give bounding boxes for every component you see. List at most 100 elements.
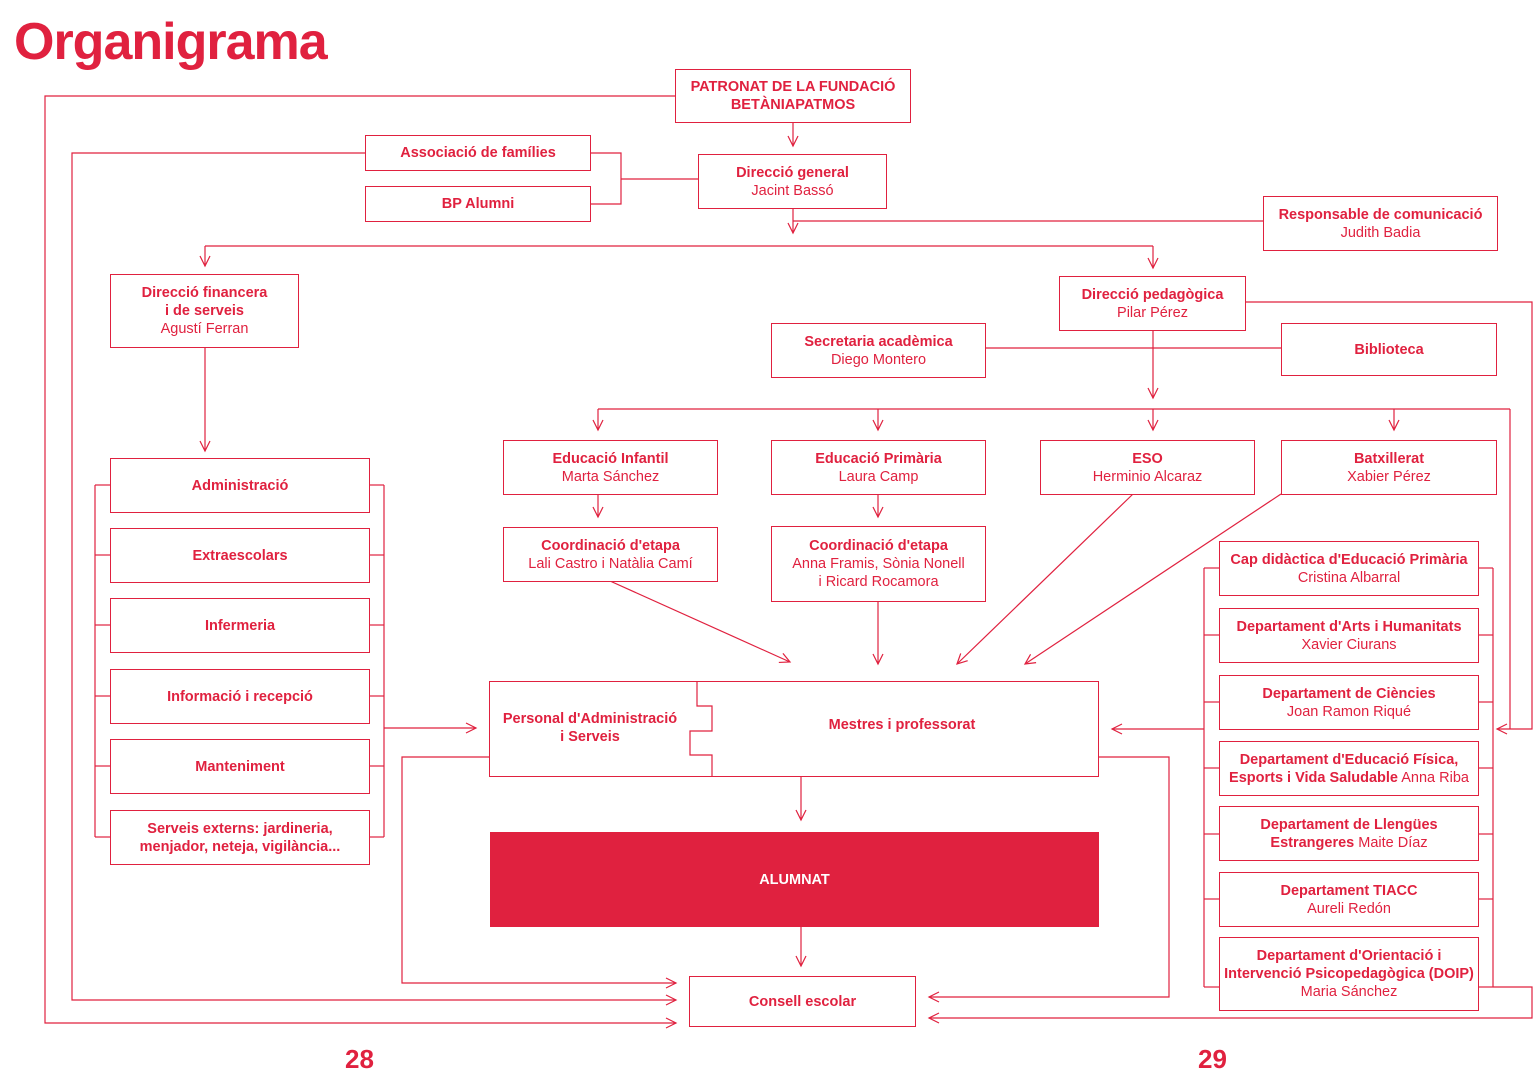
node-person: Agustí Ferran <box>160 321 249 337</box>
departament-educacio-fisica-box[interactable]: Departament d'Educació Física, Esports i… <box>1219 741 1479 796</box>
page-number-left: 28 <box>345 1044 374 1074</box>
eso-box[interactable]: ESO Herminio Alcaraz <box>1040 440 1255 495</box>
node-title: Batxillerat <box>1353 450 1425 467</box>
patronat-box[interactable]: PATRONAT DE LA FUNDACIÓ BETÀNIAPATMOS <box>675 69 911 123</box>
node-title: Departament d'Arts i Humanitats <box>1236 618 1462 635</box>
node-title: ESO <box>1132 450 1163 467</box>
node-title: Coordinació d'etapa <box>809 538 948 554</box>
node-title: Infermeria <box>204 617 276 634</box>
node-person: Maite Díaz <box>1358 834 1428 851</box>
page-title: Organigrama <box>14 13 328 71</box>
node-title: Departament de Ciències <box>1262 685 1436 702</box>
departament-tiacc-box[interactable]: Departament TIACC Aureli Redón <box>1219 872 1479 927</box>
node-title: Departament de Llengües <box>1260 816 1438 833</box>
manteniment-box[interactable]: Manteniment <box>110 739 370 794</box>
connector <box>1245 301 1533 735</box>
direccio-pedagogica-box[interactable]: Direcció pedagògica Pilar Pérez <box>1059 276 1246 331</box>
direccio-financera-box[interactable]: Direcció financera i de serveis Agustí F… <box>110 274 299 348</box>
node-title: PATRONAT DE LA FUNDACIÓ BETÀNIAPATMOS <box>690 79 896 113</box>
node-person: Herminio Alcaraz <box>1092 468 1203 485</box>
node-title: Serveis externs: jardineria, menjador, n… <box>139 820 341 855</box>
node-person: Laura Camp <box>838 468 919 485</box>
node-title: Informació i recepció <box>167 688 313 705</box>
node-person: Pilar Pérez <box>1117 304 1188 321</box>
node-person: Diego Montero <box>830 351 927 368</box>
node-title: Biblioteca <box>1354 341 1424 358</box>
node-title: Departament d'Educació Física, <box>1239 751 1459 768</box>
associacio-families-box[interactable]: Associació de famílies <box>365 135 591 171</box>
informacio-recepcio-box[interactable]: Informació i recepció <box>110 669 370 724</box>
secretaria-academica-box[interactable]: Secretaria acadèmica Diego Montero <box>771 323 986 378</box>
personal-administracio-label[interactable]: Personal d'Administració i Serveis <box>502 711 678 745</box>
node-title: BP Alumni <box>441 196 515 212</box>
connector <box>401 756 678 989</box>
node-person: Lali Castro i Natàlia Camí <box>528 555 693 572</box>
node-title-cont: Esports i Vida Saludable <box>1229 769 1398 786</box>
cap-didactica-box[interactable]: Cap didàctica d'Educació Primària Cristi… <box>1219 541 1479 596</box>
departament-doip-box[interactable]: Departament d'Orientació i Intervenció P… <box>1219 937 1479 1011</box>
batxillerat-box[interactable]: Batxillerat Xabier Pérez <box>1281 440 1497 495</box>
page-number-right: 29 <box>1198 1044 1227 1074</box>
node-person: Maria Sánchez <box>1300 984 1398 1000</box>
node-title: Secretaria acadèmica <box>804 333 953 350</box>
connector <box>590 152 622 205</box>
node-person: Judith Badia <box>1340 224 1421 241</box>
node-title: Associació de famílies <box>400 145 556 161</box>
connector <box>609 580 792 664</box>
node-title: Administració <box>191 477 289 494</box>
node-person: Aureli Redón <box>1307 900 1391 917</box>
educacio-primaria-box[interactable]: Educació Primària Laura Camp <box>771 440 986 495</box>
mestres-professorat-label[interactable]: Mestres i professorat <box>828 717 976 733</box>
node-title: Consell escolar <box>748 993 857 1010</box>
connector <box>956 493 1134 665</box>
node-title: Educació Primària <box>815 450 942 467</box>
connector <box>44 95 678 1029</box>
node-title: Educació Infantil <box>552 450 669 467</box>
node-title: Responsable de comunicació <box>1278 206 1483 223</box>
node-title: Direcció pedagògica <box>1081 286 1224 303</box>
node-line: Estrangeres Maite Díaz <box>1270 834 1427 852</box>
node-person: Marta Sánchez <box>561 468 660 485</box>
node-person: Xabier Pérez <box>1347 468 1431 485</box>
coordinacio-primaria-box[interactable]: Coordinació d'etapa Anna Framis, Sònia N… <box>771 526 986 602</box>
connector <box>927 756 1170 1003</box>
node-title: Cap didàctica d'Educació Primària <box>1230 551 1468 568</box>
administracio-box[interactable]: Administració <box>110 458 370 513</box>
node-title: Direcció financera i de serveis <box>141 285 268 319</box>
departament-arts-box[interactable]: Departament d'Arts i Humanitats Xavier C… <box>1219 608 1479 663</box>
node-title: Departament TIACC <box>1280 882 1418 899</box>
serveis-externs-box[interactable]: Serveis externs: jardineria, menjador, n… <box>110 810 370 865</box>
node-person: Cristina Albarral <box>1297 569 1401 586</box>
direccio-general-box[interactable]: Direcció general Jacint Bassó <box>698 154 887 209</box>
node-person: Anna Framis, Sònia Nonell i Ricard Rocam… <box>792 556 965 590</box>
biblioteca-box[interactable]: Biblioteca <box>1281 323 1497 376</box>
bp-alumni-box[interactable]: BP Alumni <box>365 186 591 222</box>
comunicacio-box[interactable]: Responsable de comunicació Judith Badia <box>1263 196 1498 251</box>
node-person: Xavier Ciurans <box>1301 636 1397 653</box>
node-title: Manteniment <box>195 758 285 775</box>
node-person: Joan Ramon Riqué <box>1286 703 1412 720</box>
educacio-infantil-box[interactable]: Educació Infantil Marta Sánchez <box>503 440 718 495</box>
node-title-cont: Estrangeres <box>1270 834 1355 851</box>
divider <box>689 682 713 776</box>
connector <box>1023 493 1282 665</box>
node-line: Esports i Vida Saludable Anna Riba <box>1229 769 1469 787</box>
node-person: Anna Riba <box>1401 769 1469 786</box>
node-title: Departament d'Orientació i Intervenció P… <box>1224 948 1474 982</box>
node-title: Extraescolars <box>192 547 288 564</box>
connector <box>927 986 1533 1024</box>
departament-ciencies-box[interactable]: Departament de Ciències Joan Ramon Riqué <box>1219 675 1479 730</box>
connector <box>71 152 678 1006</box>
consell-escolar-box[interactable]: Consell escolar <box>689 976 916 1027</box>
node-title: ALUMNAT <box>759 871 830 888</box>
node-person: Jacint Bassó <box>751 182 834 199</box>
node-title: Coordinació d'etapa <box>541 537 680 554</box>
node-title: Direcció general <box>736 164 849 181</box>
staff-box <box>489 681 1099 777</box>
coordinacio-infantil-box[interactable]: Coordinació d'etapa Lali Castro i Natàli… <box>503 527 718 582</box>
extraescolars-box[interactable]: Extraescolars <box>110 528 370 583</box>
alumnat-box[interactable]: ALUMNAT <box>490 832 1099 927</box>
departament-llengues-box[interactable]: Departament de Llengües Estrangeres Mait… <box>1219 806 1479 861</box>
infermeria-box[interactable]: Infermeria <box>110 598 370 653</box>
